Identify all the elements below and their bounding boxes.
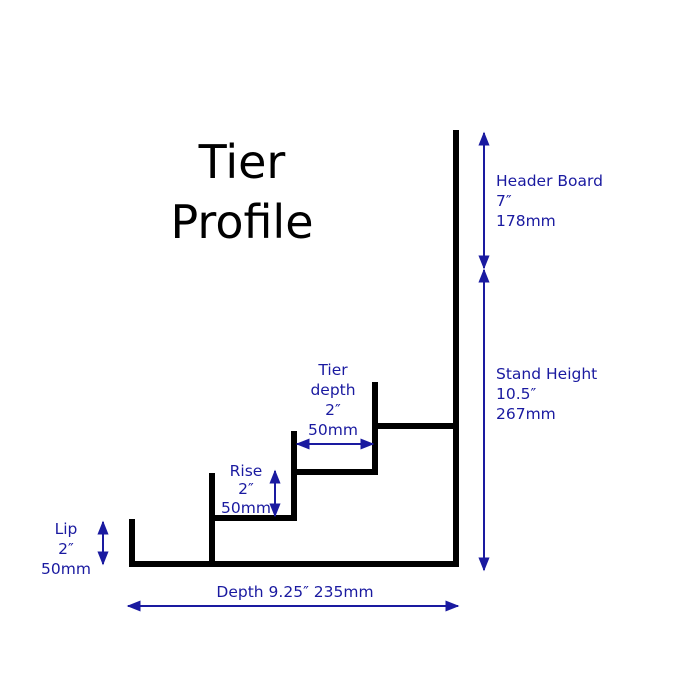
step-1-tread [209, 431, 297, 521]
tier-depth-line-2: depth [310, 381, 355, 399]
lip-name: Lip [55, 520, 78, 538]
base-and-back [129, 130, 459, 567]
rise-name: Rise [230, 462, 263, 480]
header-board-inches: 7″ [496, 192, 512, 210]
step-2-tread [291, 382, 378, 475]
stand-height-inches: 10.5″ [496, 385, 537, 403]
title-line-2: Profile [170, 195, 313, 249]
tier-depth-mm: 50mm [308, 421, 358, 439]
rise-inches: 2″ [238, 480, 254, 498]
lip-mm: 50mm [41, 560, 91, 578]
header-board-name: Header Board [496, 172, 603, 190]
title-line-1: Tier [198, 135, 286, 189]
rise-mm: 50mm [221, 499, 271, 517]
stand-height-mm: 267mm [496, 405, 556, 423]
tier-depth-inches: 2″ [325, 401, 341, 419]
stand-height-label: Stand Height 10.5″ 267mm [496, 365, 597, 423]
depth-label: Depth 9.25″ 235mm [216, 583, 373, 601]
lip-label: Lip 2″ 50mm [41, 520, 91, 578]
header-board-mm: 178mm [496, 212, 556, 230]
rise-label: Rise 2″ 50mm [221, 462, 271, 517]
tier-depth-line-1: Tier [317, 361, 348, 379]
header-board-label: Header Board 7″ 178mm [496, 172, 603, 230]
tier-depth-label: Tier depth 2″ 50mm [308, 361, 358, 439]
stand-height-name: Stand Height [496, 365, 597, 383]
lip-inches: 2″ [58, 540, 74, 558]
stand-profile [129, 130, 459, 567]
